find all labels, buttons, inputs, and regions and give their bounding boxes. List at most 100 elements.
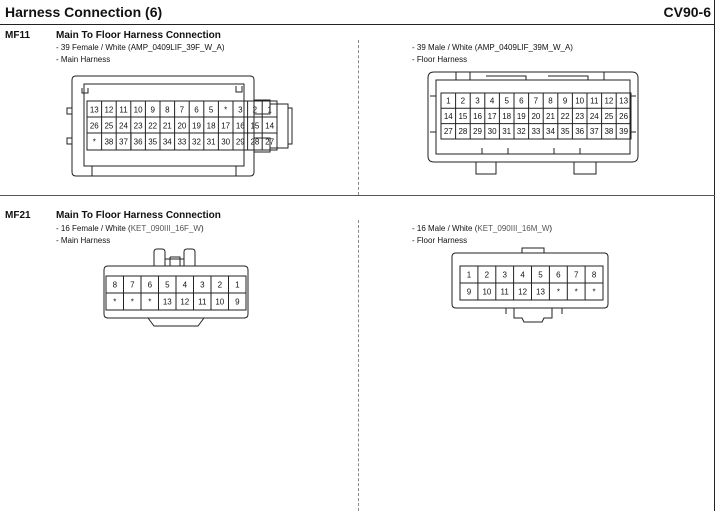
pin-labels: 13 12 11 10 9 8 7 6 5 * 3 2 1 26 25 24 2… [90,106,275,147]
connector-mf21-female: 8 7 6 5 4 3 2 1 * * * 13 12 11 10 9 [103,248,249,327]
pin-label: 1 [235,281,240,290]
pin-label: * [93,138,96,147]
pin-label: 24 [119,122,128,131]
pin-label: * [557,288,560,297]
column-divider-mf11 [358,40,359,195]
pin-label: 37 [590,127,599,136]
pin-label: * [113,298,116,307]
pin-label: 36 [134,138,143,147]
pin-label: 11 [590,97,599,106]
pin-label: 21 [546,112,555,121]
pin-label: 10 [482,288,491,297]
pin-label: 17 [221,122,230,131]
page-title: Harness Connection (6) [5,4,163,20]
pin-label: 1 [467,271,472,280]
pin-label: 9 [563,97,568,106]
pin-label: 11 [501,288,510,297]
pin-label: 38 [604,127,613,136]
pin-label: 28 [250,138,259,147]
pin-label: 35 [148,138,157,147]
pin-label: 15 [458,112,467,121]
pin-label: 13 [90,106,99,115]
pin-label: 7 [130,281,135,290]
pin-label: 13 [619,97,628,106]
pin-label: 10 [215,298,224,307]
pin-label: 1 [267,106,272,115]
pin-label: 28 [458,127,467,136]
pin-label: 8 [165,106,170,115]
pin-label: 39 [619,127,628,136]
connector-housing [66,75,293,177]
pin-label: 31 [502,127,511,136]
pin-label: 36 [575,127,584,136]
section-title-mf21: Main To Floor Harness Connection [56,210,221,221]
pin-label: 3 [502,271,507,280]
pin-grid [86,100,278,151]
pin-label: 6 [519,97,524,106]
harness-label-mf11-main: - Main Harness [56,55,111,64]
pin-label: 12 [180,298,189,307]
pin-label: 10 [575,97,584,106]
pin-label: 29 [236,138,245,147]
connector-housing [103,248,249,327]
pin-label: 6 [556,271,561,280]
pin-label: 30 [221,138,230,147]
pin-label: 9 [467,288,472,297]
pin-label: * [575,288,578,297]
pin-label: 15 [250,122,259,131]
pin-label: 7 [574,271,579,280]
page-header: Harness Connection (6) CV90-6 [0,0,715,25]
connector-housing [427,71,639,175]
pin-label: 9 [235,298,240,307]
pin-label: 34 [546,127,555,136]
pin-label: 33 [177,138,186,147]
pin-label: 35 [561,127,570,136]
pin-label: 24 [590,112,599,121]
pin-label: 13 [163,298,172,307]
pin-label: 31 [207,138,216,147]
pin-label: 6 [194,106,199,115]
pin-label: 2 [218,281,223,290]
pin-label: 32 [192,138,201,147]
pin-label: 8 [113,281,118,290]
pin-label: 5 [165,281,170,290]
pin-label: 3 [238,106,243,115]
connector-spec-mf21-female: - 16 Female / White (KET_090III_16F_W) [56,224,204,233]
pin-label: 2 [485,271,490,280]
connector-mf11-male: 1 2 3 4 5 6 7 8 9 10 11 12 13 14 15 16 1… [427,71,639,175]
pin-label: 3 [475,97,480,106]
pin-label: 4 [520,271,525,280]
section-divider [0,195,715,196]
pin-label: 37 [119,138,128,147]
column-divider-mf21 [358,220,359,511]
pin-label: 25 [604,112,613,121]
connector-spec-mf11-female: - 39 Female / White (AMP_0409LIF_39F_W_A… [56,43,225,52]
pin-label: 21 [163,122,172,131]
pin-labels: 1 2 3 4 5 6 7 8 9 10 11 12 13 14 15 16 1… [444,97,629,137]
pin-label: 1 [446,97,451,106]
pin-label: * [131,298,134,307]
pin-label: * [593,288,596,297]
pin-label: 9 [150,106,155,115]
connector-housing [451,247,609,323]
pin-grid [105,275,247,311]
pin-label: 25 [104,122,113,131]
pin-label: 33 [531,127,540,136]
connector-mf21-male: 1 2 3 4 5 6 7 8 9 10 11 12 13 * * * [451,247,609,323]
pin-label: 34 [163,138,172,147]
pin-label: 18 [502,112,511,121]
pin-grid [459,265,604,301]
pin-label: 12 [604,97,613,106]
pin-label: 19 [517,112,526,121]
section-id-mf21: MF21 [5,210,31,221]
pin-label: 27 [444,127,453,136]
pin-label: 18 [207,122,216,131]
pin-label: 8 [548,97,553,106]
pin-label: 17 [488,112,497,121]
pin-label: 16 [236,122,245,131]
pin-label: 10 [134,106,143,115]
pin-label: 5 [504,97,509,106]
pin-grid [440,92,632,140]
harness-label-mf21-main: - Main Harness [56,236,111,245]
pin-label: 23 [134,122,143,131]
